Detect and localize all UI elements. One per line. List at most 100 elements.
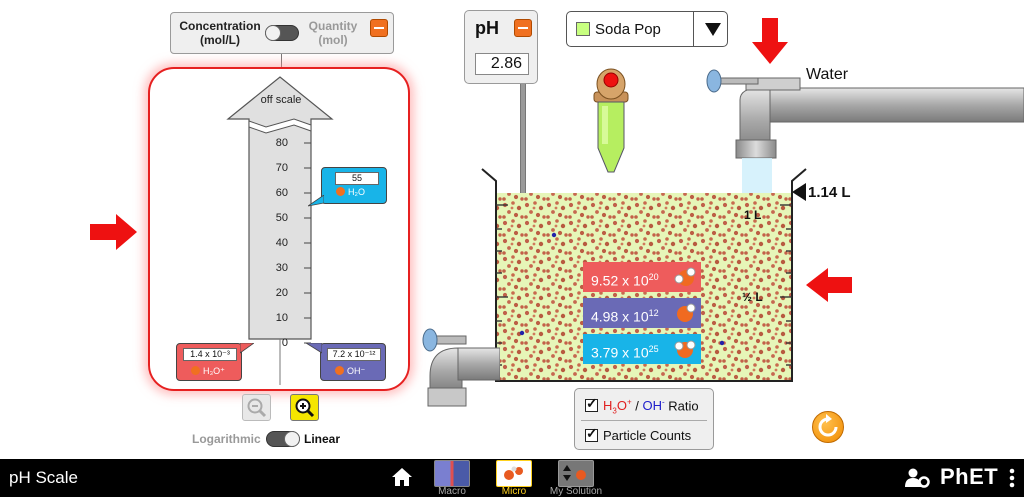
sim-title: pH Scale [9, 468, 78, 487]
tick-40: 40 [275, 237, 288, 249]
macro-screen-icon [434, 460, 470, 487]
phet-logo: PhET [940, 464, 999, 489]
macro-screen-label: Macro [438, 486, 466, 497]
solute-selected: Soda Pop [595, 21, 661, 38]
screen-button-macro[interactable]: Macro [432, 460, 472, 497]
beaker-volume: 1.14 L [808, 184, 851, 201]
dropdown-triangle-icon [705, 23, 721, 36]
zoom-in-button[interactable] [290, 394, 319, 421]
zoom-in-icon [295, 398, 315, 418]
particle-counts-checkbox[interactable] [585, 425, 598, 442]
oh-molecule-icon [335, 366, 344, 375]
scale-toggle-switch[interactable] [266, 431, 300, 447]
h2o-label: H₂O [348, 187, 365, 197]
home-icon[interactable] [391, 467, 413, 487]
zoom-out-icon [247, 398, 267, 418]
h3o-value: 1.4 x 10⁻³ [183, 348, 237, 361]
h3o-molecule-icon [674, 267, 696, 286]
ph-meter-title: pH [475, 18, 499, 38]
navigation-bar: pH Scale Macro Micro My Solution PhET [0, 459, 1024, 497]
beaker-mark-1l: 1 L [744, 208, 762, 222]
ratio-word: Ratio [664, 398, 699, 414]
red-arrow-left-icon [806, 268, 852, 302]
tick-60: 60 [275, 187, 288, 199]
concentration-label[interactable]: Concentration (mol/L) [179, 19, 261, 47]
tick-80: 80 [275, 137, 288, 149]
ratio-oh-minus: - [661, 398, 665, 407]
my-solution-screen-label: My Solution [549, 486, 603, 497]
red-arrow-down-icon [752, 18, 788, 64]
graph-minimize-button[interactable] [370, 19, 388, 37]
ratio-separator: / [631, 398, 643, 414]
ratio-checkbox[interactable] [585, 395, 598, 412]
h3o-count-readout: 9.52 x 1020 [583, 262, 701, 292]
screen-button-my-solution[interactable]: My Solution [550, 460, 602, 497]
oh-count-mantissa: 4.98 x 10 [591, 308, 649, 325]
micro-screen-icon [496, 460, 532, 487]
water-faucet[interactable] [700, 66, 1024, 162]
ratio-label[interactable]: H3O+ / OH- Ratio [603, 398, 699, 416]
tick-10: 10 [275, 312, 288, 324]
ratio-h3o-sub: 3 [612, 406, 617, 416]
tick-70: 70 [275, 162, 288, 174]
combo-divider [693, 12, 694, 46]
graph-connector [281, 54, 282, 76]
beaker-mark-half-l: ½ L [742, 290, 763, 304]
ph-meter-panel: pH 2.86 [464, 10, 538, 84]
ratio-h3o-h: H [603, 398, 613, 414]
display-options-panel: H3O+ / OH- Ratio Particle Counts [574, 388, 714, 450]
ph-meter-minimize-button[interactable] [514, 19, 532, 37]
h3o-molecule-icon [191, 366, 200, 375]
screen-button-micro[interactable]: Micro [494, 460, 534, 497]
menu-dots-icon[interactable] [1008, 467, 1016, 489]
graph-axis-arrow [226, 76, 334, 385]
oh-label: OH⁻ [347, 366, 366, 376]
oh-count-exponent: 12 [648, 308, 659, 318]
h2o-count-readout: 3.79 x 1025 [583, 334, 701, 364]
tick-20: 20 [275, 287, 288, 299]
off-scale-label: off scale [260, 94, 302, 106]
water-stream [742, 158, 772, 194]
h3o-count-mantissa: 9.52 x 10 [591, 272, 649, 289]
oh-molecule-icon [677, 303, 696, 322]
ph-value: 2.86 [475, 53, 529, 75]
tick-0: 0 [281, 337, 288, 349]
logarithmic-label[interactable]: Logarithmic [192, 432, 261, 446]
h2o-count-exponent: 25 [648, 344, 659, 354]
particle-counts-label[interactable]: Particle Counts [603, 428, 692, 443]
h2o-pointer [308, 195, 324, 207]
oh-value: 7.2 x 10⁻¹² [327, 348, 381, 361]
h3o-pointer [240, 343, 254, 354]
volume-pointer-icon [792, 183, 806, 201]
h3o-count-exponent: 20 [648, 272, 659, 282]
units-toggle-switch[interactable] [265, 25, 299, 41]
oh-pointer [306, 343, 322, 354]
reset-icon [818, 414, 838, 437]
solute-combo-box[interactable]: Soda Pop [566, 11, 728, 47]
linear-label[interactable]: Linear [304, 432, 341, 446]
my-solution-screen-icon [558, 460, 594, 487]
check-panel-divider [581, 420, 707, 421]
ratio-h3o-plus: + [626, 398, 632, 407]
h2o-molecule-icon [674, 340, 696, 358]
drain-faucet[interactable] [418, 322, 500, 410]
oh-count-readout: 4.98 x 1012 [583, 298, 701, 328]
ratio-oh: OH [642, 398, 662, 414]
zoom-out-button[interactable] [242, 394, 271, 421]
dropper-icon[interactable] [588, 62, 634, 176]
keyboard-settings-icon[interactable] [904, 467, 930, 489]
oh-value-indicator: 7.2 x 10⁻¹² OH⁻ [320, 343, 386, 381]
tick-30: 30 [275, 262, 288, 274]
h3o-value-indicator: 1.4 x 10⁻³ H₃O⁺ [176, 343, 242, 381]
h2o-molecule-icon [336, 187, 345, 196]
h2o-count-mantissa: 3.79 x 10 [591, 344, 649, 361]
red-arrow-right-icon [90, 214, 137, 250]
tick-50: 50 [275, 212, 288, 224]
solute-color-swatch [576, 22, 590, 36]
h2o-value-indicator: 55 H₂O [321, 167, 387, 204]
graph-units-panel: Concentration (mol/L) Quantity (mol) [170, 12, 394, 54]
reset-all-button[interactable] [812, 411, 844, 443]
water-label: Water [806, 66, 849, 83]
micro-screen-label: Micro [501, 486, 527, 497]
quantity-label[interactable]: Quantity (mol) [308, 19, 358, 47]
